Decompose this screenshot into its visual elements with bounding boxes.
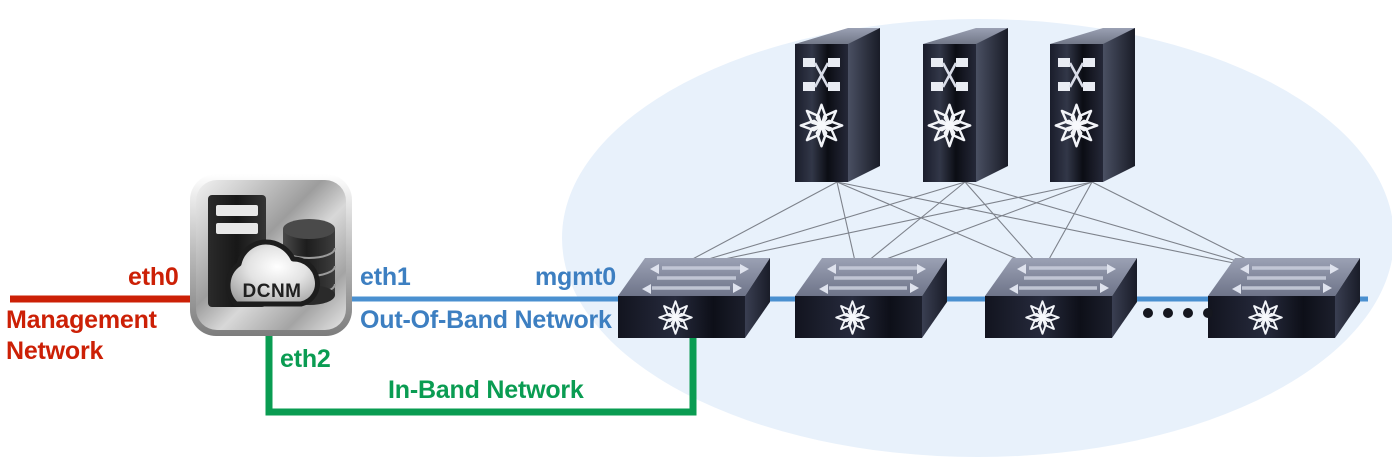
spine-switch-3[interactable] — [1050, 28, 1135, 182]
spine-leaf-links — [671, 181, 1269, 271]
in-band-network-line — [265, 333, 697, 416]
dcnm-logo-text: DCNM — [243, 281, 302, 302]
eth2-label: eth2 — [280, 345, 331, 373]
spine-switch-1[interactable] — [795, 28, 880, 182]
leaf-switch-3[interactable] — [985, 258, 1137, 338]
spine-switch-2[interactable] — [923, 28, 1008, 182]
leaf-switch-4[interactable] — [1208, 258, 1360, 338]
leaf-switch-1[interactable] — [618, 258, 770, 338]
management-network-label: Management Network — [6, 306, 157, 365]
out-of-band-network-label: Out-Of-Band Network — [360, 306, 612, 334]
in-band-network-label: In-Band Network — [388, 376, 584, 404]
mgmt0-label: mgmt0 — [535, 263, 616, 291]
eth0-label: eth0 — [128, 263, 179, 291]
leaf-switch-2[interactable] — [795, 258, 947, 338]
eth1-label: eth1 — [360, 263, 411, 291]
fabric-ellipse — [562, 19, 1392, 457]
more-leaves-ellipsis-icon — [1143, 308, 1213, 318]
dcnm-appliance-icon[interactable]: DCNM — [190, 174, 352, 336]
cloud-icon — [225, 239, 320, 307]
